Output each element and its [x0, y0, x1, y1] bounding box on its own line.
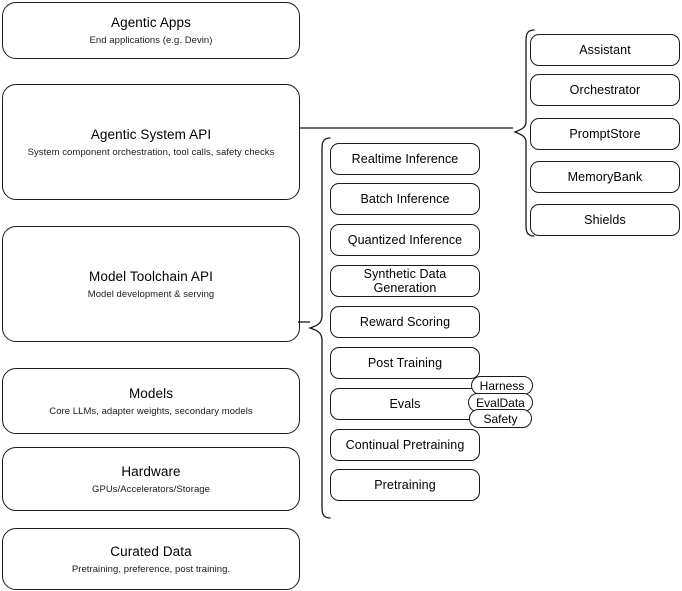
layer-title: Models: [128, 385, 174, 401]
capability-label: Continual Pretraining: [345, 438, 465, 452]
system-component-label: Orchestrator: [569, 83, 641, 97]
capability-synthetic-data-generation[interactable]: Synthetic Data Generation: [330, 265, 480, 297]
layer-models[interactable]: Models Core LLMs, adapter weights, secon…: [2, 368, 300, 434]
system-component-label: MemoryBank: [567, 170, 643, 184]
eval-subcomponent-evaldata[interactable]: EvalData: [468, 393, 533, 412]
capability-label: Reward Scoring: [359, 315, 451, 329]
connector-system-api-to-components: [300, 118, 525, 140]
system-component-label: Assistant: [579, 43, 631, 57]
layer-hardware[interactable]: Hardware GPUs/Accelerators/Storage: [2, 447, 300, 511]
capability-label: Quantized Inference: [347, 233, 463, 247]
eval-subcomponent-label: EvalData: [476, 395, 525, 410]
layer-subtitle: Pretraining, preference, post training.: [71, 563, 231, 575]
system-component-label: PromptStore: [569, 127, 641, 141]
system-component-memorybank[interactable]: MemoryBank: [530, 161, 680, 193]
capability-quantized-inference[interactable]: Quantized Inference: [330, 224, 480, 256]
system-component-orchestrator[interactable]: Orchestrator: [530, 74, 680, 106]
capability-post-training[interactable]: Post Training: [330, 347, 480, 379]
eval-subcomponent-safety[interactable]: Safety: [469, 409, 532, 428]
layer-title: Agentic System API: [90, 126, 212, 142]
brace-toolchain-capabilities: [306, 136, 332, 520]
capability-evals[interactable]: Evals: [330, 388, 480, 420]
layer-subtitle: System component orchestration, tool cal…: [27, 146, 275, 158]
capability-label: Evals: [389, 397, 421, 411]
system-component-label: Shields: [584, 213, 626, 227]
capability-batch-inference[interactable]: Batch Inference: [330, 183, 480, 215]
capability-continual-pretraining[interactable]: Continual Pretraining: [330, 429, 480, 461]
capability-reward-scoring[interactable]: Reward Scoring: [330, 306, 480, 338]
layer-subtitle: GPUs/Accelerators/Storage: [92, 483, 210, 495]
layer-subtitle: Core LLMs, adapter weights, secondary mo…: [49, 405, 253, 417]
capability-pretraining[interactable]: Pretraining: [330, 469, 480, 501]
eval-subcomponent-label: Safety: [483, 411, 518, 426]
connector-toolchain-to-brace: [298, 316, 312, 330]
system-component-shields[interactable]: Shields: [530, 204, 680, 236]
capability-label: Pretraining: [374, 478, 436, 492]
system-component-assistant[interactable]: Assistant: [530, 34, 680, 66]
layer-title: Hardware: [121, 463, 181, 479]
capability-label: Synthetic Data Generation: [363, 267, 447, 295]
layer-title: Model Toolchain API: [89, 268, 213, 284]
capability-label: Realtime Inference: [351, 152, 459, 166]
layer-subtitle: Model development & serving: [87, 288, 215, 300]
capability-label: Batch Inference: [360, 192, 450, 206]
layer-model-toolchain-api[interactable]: Model Toolchain API Model development & …: [2, 226, 300, 342]
layer-agentic-apps[interactable]: Agentic Apps End applications (e.g. Devi…: [2, 2, 300, 59]
layer-curated-data[interactable]: Curated Data Pretraining, preference, po…: [2, 528, 300, 590]
layer-subtitle: End applications (e.g. Devin): [89, 35, 213, 46]
layer-title: Curated Data: [110, 543, 192, 559]
system-component-promptstore[interactable]: PromptStore: [530, 118, 680, 150]
capability-realtime-inference[interactable]: Realtime Inference: [330, 143, 480, 175]
layer-title: Agentic Apps: [110, 15, 191, 30]
layer-agentic-system-api[interactable]: Agentic System API System component orch…: [2, 84, 300, 200]
eval-subcomponent-label: Harness: [479, 378, 525, 393]
capability-label: Post Training: [367, 356, 443, 370]
